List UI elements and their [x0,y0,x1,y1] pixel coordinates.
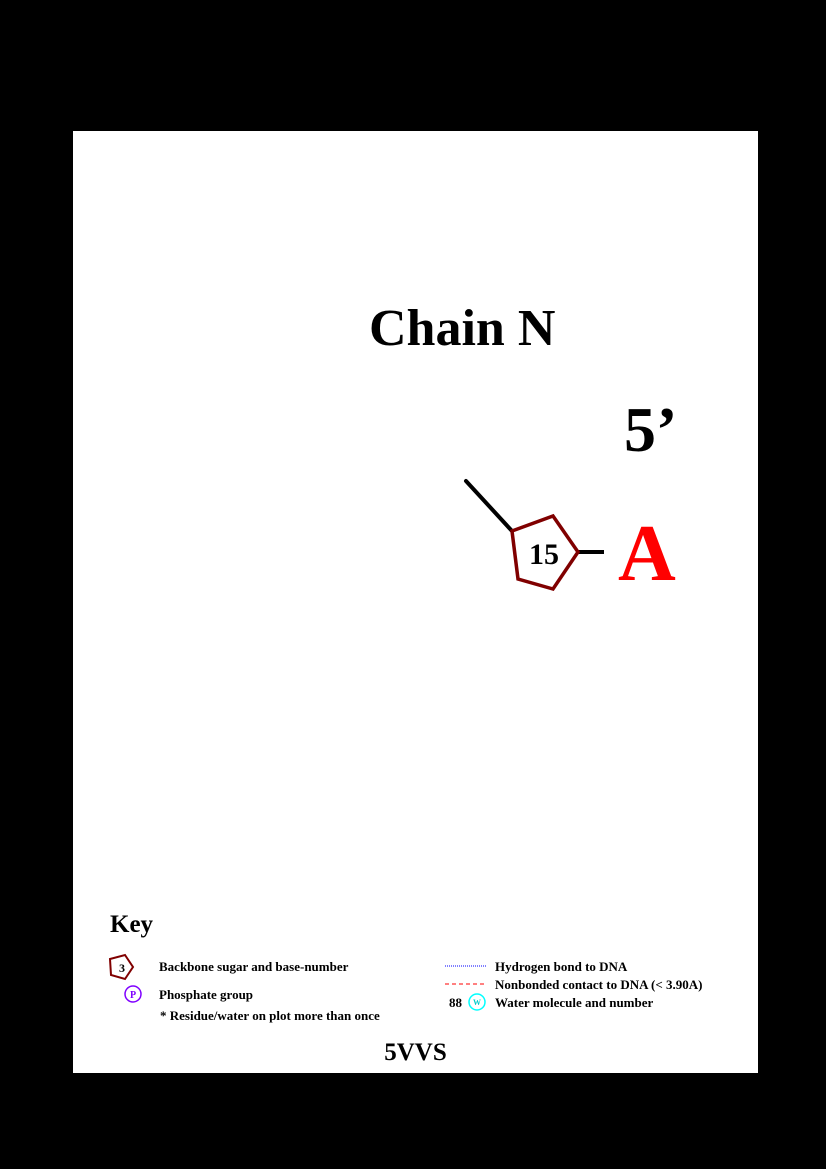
key-title: Key [110,911,154,938]
key-water-number: 88 [449,995,462,1010]
key-hbond-label: Hydrogen bond to DNA [495,959,628,974]
plot-sheet: Chain N 5’ 15 A Key 3 P W Backbone sugar… [73,131,758,1073]
key-phosphate-label: Phosphate group [159,987,254,1002]
key-phosphate-icon [124,985,142,1003]
key-water-icon [468,993,486,1011]
key-water-symbol: W [473,998,481,1007]
nucleotide-drawing: 15 [464,479,604,592]
key-sugar-number: 3 [119,961,125,975]
residue-number: 15 [529,538,559,571]
key-symbols: 3 P W [108,953,487,1011]
sugar-pentagon [510,513,581,592]
backbone-line [464,479,514,533]
five-prime-label: 5’ [624,394,678,465]
key-phosphate-symbol: P [130,990,136,1001]
key-repeat-note: * Residue/water on plot more than once [160,1008,380,1023]
chain-title: Chain N [369,300,556,357]
key-nonbonded-label: Nonbonded contact to DNA (< 3.90A) [495,977,703,992]
key-water-label: Water molecule and number [495,995,654,1010]
key-sugar-icon [108,953,135,981]
pdb-id: 5VVS [384,1039,447,1066]
key-sugar-label: Backbone sugar and base-number [159,959,349,974]
base-letter: A [618,510,676,598]
